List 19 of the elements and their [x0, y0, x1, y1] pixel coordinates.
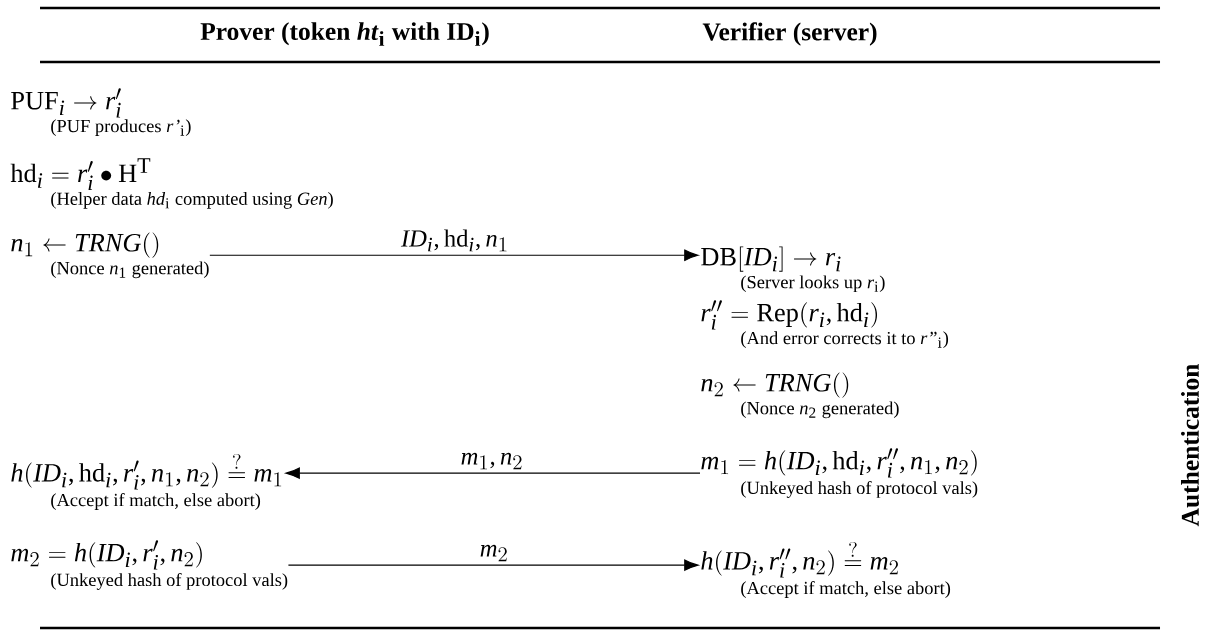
protocol-step: $h(ID_i, r''_i, n_2) \stackrel{?}{=} m_2$ (Accept if match, else abort) — [701, 541, 951, 598]
message-label: $m_2$ — [477, 543, 511, 564]
message-label: $m_1, n_2$ — [458, 451, 526, 472]
column-heading: Prover (token ht$_{i}$ with ID$_{i}$) — [200, 22, 489, 46]
column-heading: Verifier (server) — [702, 22, 877, 46]
protocol-step: $n_1 \leftarrow TRNG()$ (Nonce n$_{1}$ generated) — [11, 232, 209, 279]
protocol-step: $h(ID_i, \mathrm{hd}_i, r'_i, n_1, n_2) \stackrel{?}{=} m_1$ (Accept if match, else abort) — [11, 453, 282, 510]
message-label: $ID_i, \mathrm{hd}_i, n_1$ — [399, 227, 511, 254]
protocol-step: $n_2 \leftarrow TRNG()$ (Nonce n$_{2}$ generated) — [701, 372, 899, 419]
protocol-step: $r''_i = \mathrm{Rep}(r_i, \mathrm{hd}_i)$ (And error corrects it to r”$_{i}$) — [701, 300, 949, 348]
protocol-step: $\mathrm{PUF}_i \rightarrow r'_i$ (PUF produces r’$_{i}$) — [11, 88, 191, 136]
message-arrow — [287, 559, 699, 571]
protocol-step: $m_2 = h(ID_i, r'_i, n_2)$ (Unkeyed hash of protocol vals) — [11, 540, 288, 590]
phase-label: Authentication — [1181, 364, 1199, 527]
protocol-step: $\mathrm{DB}[ID_i] \rightarrow r_i$ (Server looks up r$_{i}$) — [701, 246, 885, 293]
protocol-step: $\mathrm{hd}_i = r'_i \bullet \mathrm{H}^{\mathrm{T}}$ (Helper data hd$_{i}$ computed using Gen) — [10, 158, 333, 209]
message-arrow — [285, 467, 701, 479]
protocol-step: $m_1 = h(ID_i, \mathrm{hd}_i, r''_i, n_1, n_2)$ (Unkeyed hash of protocol vals) — [701, 448, 978, 498]
message-arrow — [209, 249, 699, 261]
